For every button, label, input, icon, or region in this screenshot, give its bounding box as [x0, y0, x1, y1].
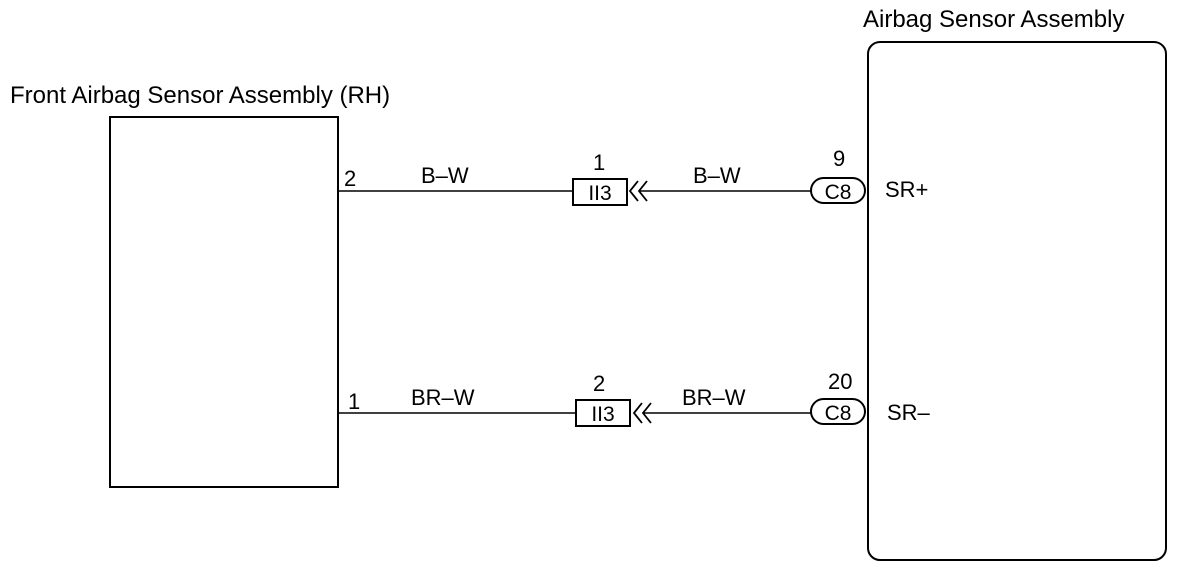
- wire-color-right: BR–W: [682, 385, 746, 410]
- ecu-connector-label: C8: [825, 402, 852, 425]
- junction-connector-label: II3: [588, 182, 611, 205]
- ecu-pin-number: 9: [833, 146, 845, 171]
- front-pin-number: 1: [348, 389, 360, 414]
- wire-color-left: BR–W: [411, 385, 475, 410]
- ecu-pin-number: 20: [828, 369, 852, 394]
- wire-color-right: B–W: [693, 163, 741, 188]
- junction-connector-box: [572, 178, 628, 206]
- front-sensor-title: Front Airbag Sensor Assembly (RH): [10, 82, 390, 109]
- front-sensor-assembly: Front Airbag Sensor Assembly (RH): [10, 82, 390, 488]
- terminal-label: SR–: [887, 400, 931, 425]
- terminal-label: SR+: [885, 177, 928, 202]
- wire-color-left: B–W: [421, 163, 469, 188]
- junction-connector-box: [575, 399, 631, 427]
- ecu-connector-label: C8: [825, 181, 852, 204]
- junction-pin-number: 2: [593, 371, 605, 396]
- front-pin-number: 2: [344, 166, 356, 191]
- ecu-connector-badge: [810, 398, 866, 425]
- circuit-sr-plus: 2 B–W 1 II3 B–W 9 C8 SR+: [338, 146, 928, 206]
- circuit-sr-minus: 1 BR–W 2 II3 BR–W 20 C8 SR–: [338, 369, 931, 427]
- ecu-connector-badge: [810, 177, 866, 204]
- front-sensor-box: [109, 116, 339, 488]
- airbag-sensor-title: Airbag Sensor Assembly: [863, 6, 1124, 33]
- airbag-sensor-box: [867, 41, 1167, 561]
- junction-pin-number: 1: [593, 150, 605, 175]
- airbag-sensor-assembly: Airbag Sensor Assembly: [863, 6, 1167, 561]
- junction-connector-label: II3: [591, 403, 614, 426]
